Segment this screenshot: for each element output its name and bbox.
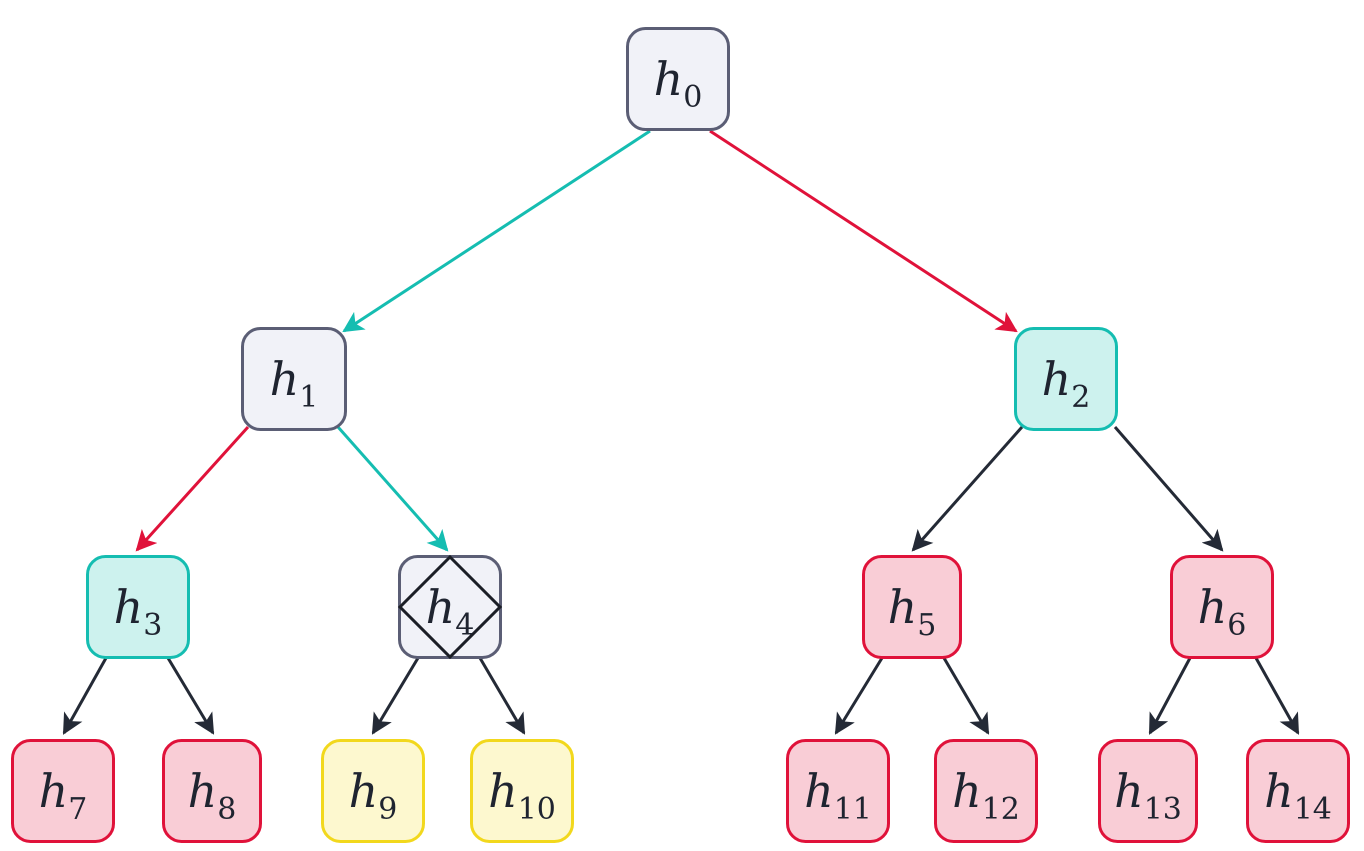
node-box [86,555,190,659]
node-box [321,739,425,843]
node-box [862,555,962,659]
node-label-subscript: 5 [917,608,936,643]
edge-h0-h2 [709,129,1018,333]
node-label: h2 [1042,352,1091,415]
node-label-subscript: 13 [1144,792,1182,827]
diamond-marker-icon [397,554,503,660]
node-h10: h10 [470,739,574,843]
node-h5: h5 [862,555,962,659]
node-label-subscript: 6 [1227,608,1246,643]
node-label-subscript: 3 [143,608,162,643]
node-box [241,327,347,431]
node-h13: h13 [1098,739,1198,843]
node-label: h11 [804,764,872,827]
node-h3: h3 [86,555,190,659]
node-label-base: h [488,764,518,818]
node-box [1246,739,1350,843]
node-label-base: h [270,352,300,406]
node-h6: h6 [1170,555,1274,659]
node-label-base: h [188,764,218,818]
node-label-base: h [114,580,144,634]
node-label-base: h [39,764,69,818]
edge-h2-h5 [911,426,1024,552]
node-label-subscript: 0 [683,80,702,115]
node-label: h13 [1114,764,1182,827]
edge-h6-h13 [1148,657,1192,735]
edge-h5-h12 [942,657,990,735]
node-h11: h11 [786,739,890,843]
node-label: h12 [952,764,1020,827]
node-label-base: h [654,52,684,106]
edge-h4-h10 [478,657,526,735]
node-h1: h1 [241,327,347,431]
node-label: h1 [270,352,319,415]
node-label-subscript: 12 [982,792,1020,827]
node-h9: h9 [321,739,425,843]
node-box [786,739,890,843]
node-label-subscript: 7 [68,792,87,827]
node-label-subscript: 10 [518,792,556,827]
edge-h3-h8 [166,657,215,735]
node-label: h5 [888,580,937,643]
node-label-base: h [349,764,379,818]
node-label: h6 [1198,580,1247,643]
edge-h6-h14 [1254,657,1300,735]
node-label-base: h [1114,764,1144,818]
node-label: h9 [349,764,398,827]
node-label-subscript: 1 [299,380,318,415]
node-h4: h4 [397,554,503,660]
node-label-subscript: 14 [1294,792,1332,827]
node-label-subscript: 9 [378,792,397,827]
node-label-base: h [888,580,918,634]
node-h8: h8 [162,739,262,843]
node-box [626,27,730,131]
node-label: h3 [114,580,163,643]
node-h2: h2 [1014,327,1118,431]
node-box [162,739,262,843]
node-label-base: h [1264,764,1294,818]
node-label-base: h [804,764,834,818]
node-label: h7 [39,764,88,827]
node-label-base: h [426,580,456,634]
edge-h1-h3 [135,425,250,552]
node-label: h10 [488,764,556,827]
node-label-base: h [1042,352,1072,406]
node-label: h14 [1264,764,1332,827]
node-h14: h14 [1246,739,1350,843]
edge-h1-h4 [336,426,449,552]
node-h12: h12 [934,739,1038,843]
node-label-subscript: 11 [834,792,872,827]
edge-h2-h6 [1113,426,1224,552]
edge-h0-h1 [342,129,651,333]
node-label: h4 [426,580,475,643]
node-h7: h7 [11,739,115,843]
node-label: h0 [654,52,703,115]
node-h0: h0 [626,27,730,131]
node-label-base: h [952,764,982,818]
node-box [11,739,115,843]
edges-layer [62,129,1300,735]
node-label: h8 [188,764,237,827]
node-box [1014,327,1118,431]
edge-h4-h9 [371,657,420,735]
node-box [1170,555,1274,659]
node-box [1098,739,1198,843]
node-label-subscript: 4 [455,608,474,643]
node-box [934,739,1038,843]
node-box [470,739,574,843]
node-label-subscript: 2 [1071,380,1090,415]
node-label-base: h [1198,580,1228,634]
edge-h5-h11 [834,657,884,735]
node-label-subscript: 8 [217,792,236,827]
edge-h3-h7 [62,657,108,735]
